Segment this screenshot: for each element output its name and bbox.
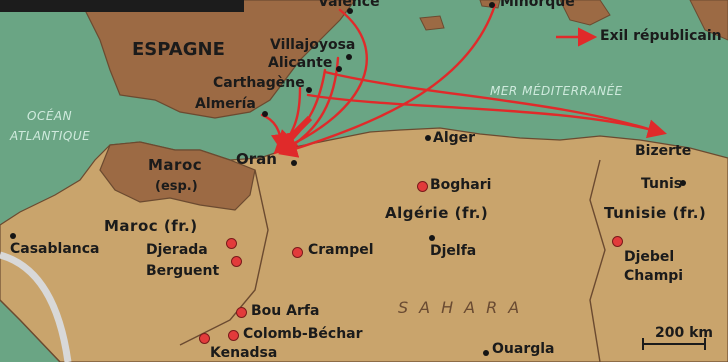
- region-maroc-fr: Maroc (fr.): [104, 217, 198, 235]
- region-maroc-esp-suffix: (esp.): [155, 179, 198, 194]
- dot-carthagene: [306, 87, 312, 93]
- region-sahara: SAHARA: [398, 298, 531, 317]
- sea-ocean-2: ATLANTIQUE: [10, 129, 91, 143]
- dot-ouargla: [483, 350, 489, 356]
- border-algerie-tunisie: [589, 159, 606, 362]
- dot-boghari: [417, 181, 428, 192]
- dot-almeria: [262, 111, 268, 117]
- dot-djelfa: [429, 235, 435, 241]
- dot-alger: [425, 135, 431, 141]
- dot-djebel-champi: [612, 236, 623, 247]
- place-villajoyosa: Villajoyosa: [270, 37, 356, 53]
- place-tunis: Tunis: [641, 176, 683, 192]
- maroc-espagnol: [99, 141, 256, 211]
- place-minorque: Minorque: [500, 0, 575, 10]
- espagne: [79, 0, 356, 119]
- dot-kenadsa: [199, 333, 210, 344]
- dot-villajoyosa: [346, 54, 352, 60]
- baleares-island: [419, 15, 445, 31]
- dot-minorque: [489, 2, 495, 8]
- place-almeria: Almería: [195, 96, 256, 112]
- region-tunisie: Tunisie (fr.): [604, 204, 707, 222]
- place-djebel-champi-1: Djebel: [624, 249, 675, 265]
- place-djerada: Djerada: [146, 242, 208, 258]
- sea-ocean-1: OCÉAN: [27, 109, 73, 123]
- route-bizerte: [306, 93, 667, 139]
- region-maroc-esp: Maroc: [148, 156, 203, 174]
- inset-frame: [0, 251, 72, 362]
- place-boghari: Boghari: [430, 177, 492, 193]
- place-berguent: Berguent: [146, 263, 220, 279]
- region-espagne: ESPAGNE: [132, 39, 225, 60]
- place-bou-arfa: Bou Arfa: [251, 303, 320, 319]
- route-bizerte-2: [323, 70, 660, 134]
- place-carthagene: Carthagène: [213, 75, 305, 91]
- place-casablanca: Casablanca: [10, 241, 100, 257]
- route-minorque: [278, 3, 497, 158]
- place-ouargla: Ouargla: [492, 341, 555, 357]
- dot-crampel: [292, 247, 303, 258]
- dot-casablanca: [10, 233, 16, 239]
- dot-valence: [347, 8, 353, 14]
- place-bizerte: Bizerte: [635, 143, 692, 159]
- title-bar: [0, 0, 244, 12]
- land-top-right: [559, 0, 611, 26]
- dot-djerada: [226, 238, 237, 249]
- border-maroc-algerie: [179, 169, 269, 346]
- dot-alicante: [336, 66, 342, 72]
- place-crampel: Crampel: [308, 242, 374, 258]
- dot-bou-arfa: [236, 307, 247, 318]
- land-top-right-2: [689, 0, 728, 41]
- border-sw: [0, 299, 61, 362]
- place-kenadsa: Kenadsa: [210, 345, 278, 361]
- region-algerie: Algérie (fr.): [385, 204, 489, 222]
- place-oran: Oran: [236, 150, 277, 168]
- place-alger: Alger: [433, 130, 476, 146]
- place-djelfa: Djelfa: [430, 243, 477, 259]
- place-alicante: Alicante: [268, 55, 333, 71]
- place-valence: Valence: [318, 0, 380, 10]
- dot-colomb-bechar: [228, 330, 239, 341]
- route-main-arrow: [273, 115, 313, 155]
- place-colomb-bechar: Colomb-Béchar: [243, 326, 363, 342]
- sea-mediterranee: MER MÉDITERRANÉE: [490, 84, 623, 98]
- dot-tunis: [680, 180, 686, 186]
- legend-label: Exil républicain: [600, 28, 722, 44]
- scale-label: 200 km: [655, 325, 713, 341]
- dot-berguent: [231, 256, 242, 267]
- dot-oran: [291, 160, 297, 166]
- place-djebel-champi-2: Champi: [624, 268, 684, 284]
